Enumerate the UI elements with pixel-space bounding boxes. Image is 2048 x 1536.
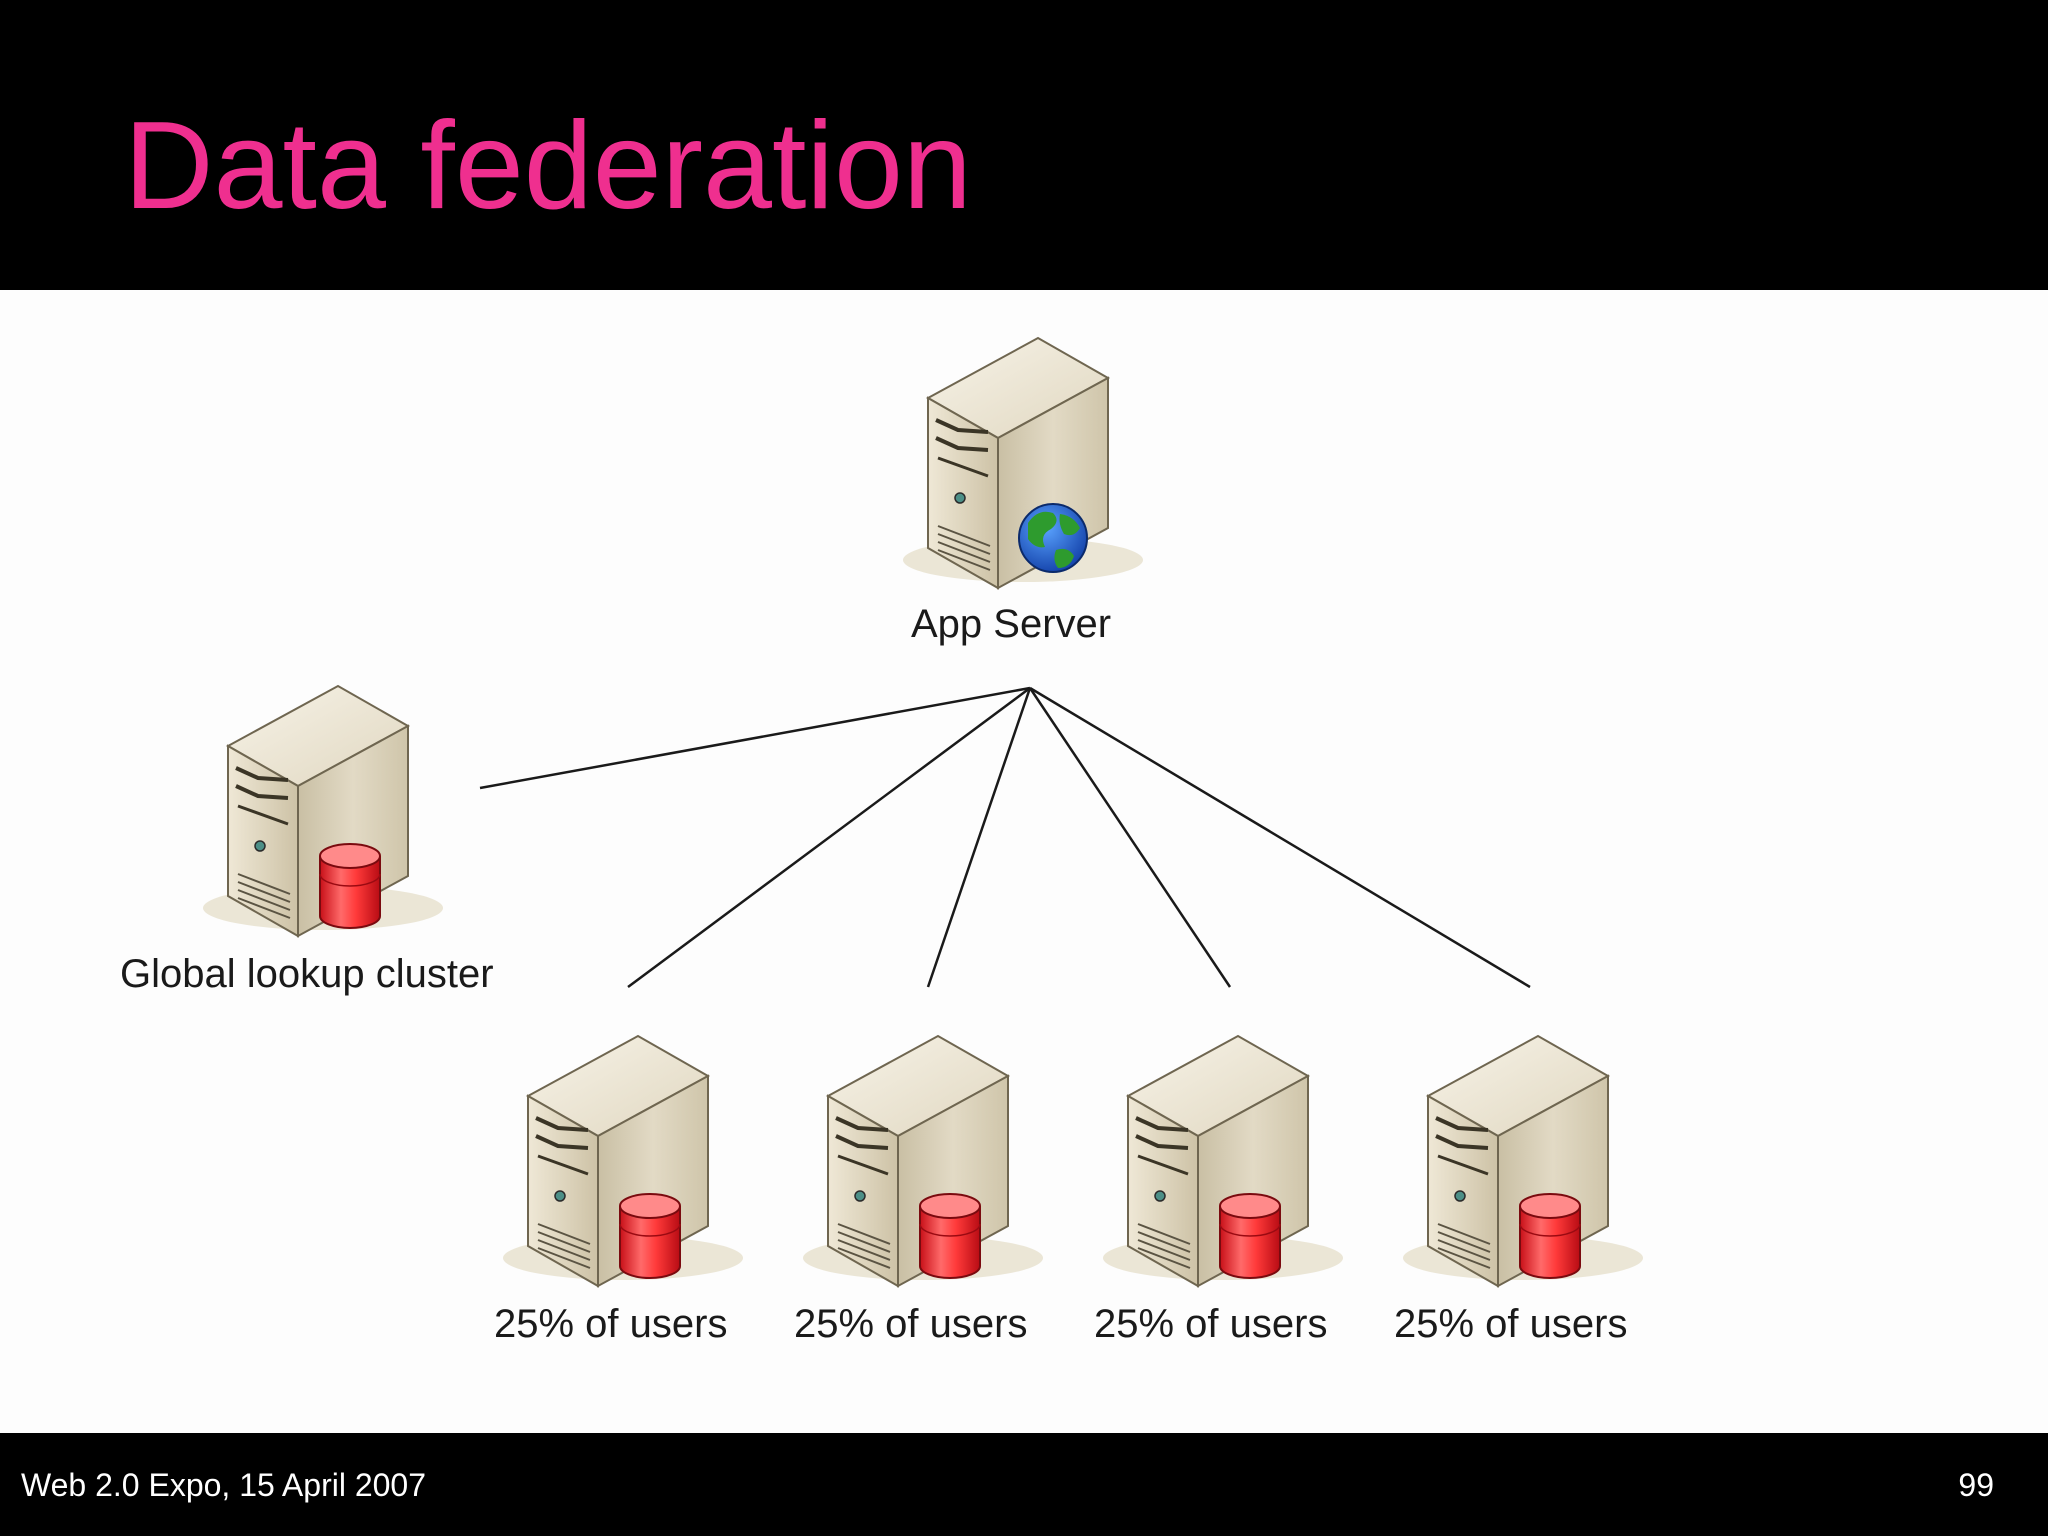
connector-shard-2 [926,687,1032,988]
shard-label-3: 25% of users [1094,1302,1328,1346]
slide-footer: Web 2.0 Expo, 15 April 2007 99 [0,1433,2048,1536]
connector-shard-1 [627,686,1031,989]
app-server-node [901,336,1145,590]
shard-node-3 [1101,1034,1345,1288]
shard-label-4: 25% of users [1394,1302,1628,1346]
footer-event-text: Web 2.0 Expo, 15 April 2007 [21,1467,427,1503]
database-icon [619,1193,681,1279]
connector-shard-3 [1028,687,1232,988]
slide-header: Data federation [0,0,2048,290]
federation-diagram [201,336,1645,1288]
database-icon [1219,1193,1281,1279]
shard-node-1 [501,1034,745,1288]
database-icon [319,843,381,929]
web-server-globe-icon [1018,503,1088,573]
slide-title: Data federation [124,97,972,235]
shard-node-4 [1401,1034,1645,1288]
shard-label-2: 25% of users [794,1302,1028,1346]
slide-content: App Server Global lookup cluster 25% of … [0,290,2048,1433]
lookup-cluster-node [201,684,445,938]
connector-lookup [479,686,1031,790]
app-server-label: App Server [911,602,1112,646]
shard-label-1: 25% of users [494,1302,728,1346]
database-icon [1519,1193,1581,1279]
connector-shard-4 [1029,686,1531,989]
shard-node-2 [801,1034,1045,1288]
connector-lines [479,686,1531,989]
database-icon [919,1193,981,1279]
lookup-cluster-label: Global lookup cluster [120,952,494,996]
page-number: 99 [1958,1467,1994,1503]
